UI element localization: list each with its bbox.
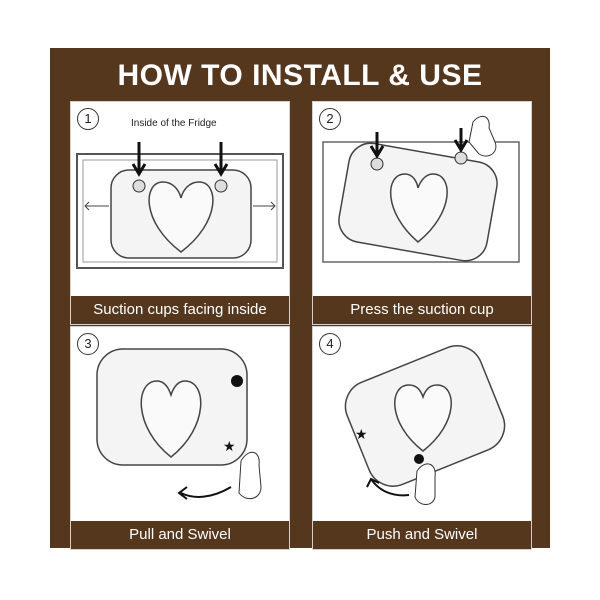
suction-cup-left xyxy=(132,179,146,193)
step-4-caption: Push and Swivel xyxy=(313,521,531,549)
swivel-arrow xyxy=(366,477,410,497)
fridge-label: Inside of the Fridge xyxy=(131,118,217,129)
suction-cup-left xyxy=(370,157,384,171)
page-title: HOW TO INSTALL & USE xyxy=(117,59,483,92)
step-number-3: 3 xyxy=(77,333,99,355)
step-2-illustration xyxy=(322,115,520,263)
hand-icon xyxy=(238,451,262,500)
step-number-2: 2 xyxy=(319,108,341,130)
hand-icon xyxy=(468,115,497,157)
star-icon: ★ xyxy=(223,438,236,454)
step-1-illustration xyxy=(76,142,284,269)
step-panel-2: 2 Press the suction cup xyxy=(312,101,532,325)
step-3-caption: Pull and Swivel xyxy=(71,521,289,549)
step-panel-1: 1 Inside of the Fridge Suction cups faci… xyxy=(70,101,290,325)
step-4-illustration: ★ xyxy=(344,345,506,505)
suction-cup-right xyxy=(454,151,468,165)
star-icon: ★ xyxy=(355,426,368,442)
step-number-4: 4 xyxy=(319,333,341,355)
step-3-illustration: ★ xyxy=(96,348,262,500)
step-panel-4: ★ 4 Push and Swivel xyxy=(312,326,532,550)
hand-icon xyxy=(414,463,436,505)
dot-marker xyxy=(414,454,424,464)
swivel-arrow xyxy=(177,486,232,500)
step-number-1: 1 xyxy=(77,108,99,130)
step-1-caption: Suction cups facing inside xyxy=(71,296,289,324)
suction-cup-right xyxy=(214,179,228,193)
step-2-caption: Press the suction cup xyxy=(313,296,531,324)
dot-marker xyxy=(231,375,243,387)
step-panel-3: ★ 3 Pull and Swivel xyxy=(70,326,290,550)
